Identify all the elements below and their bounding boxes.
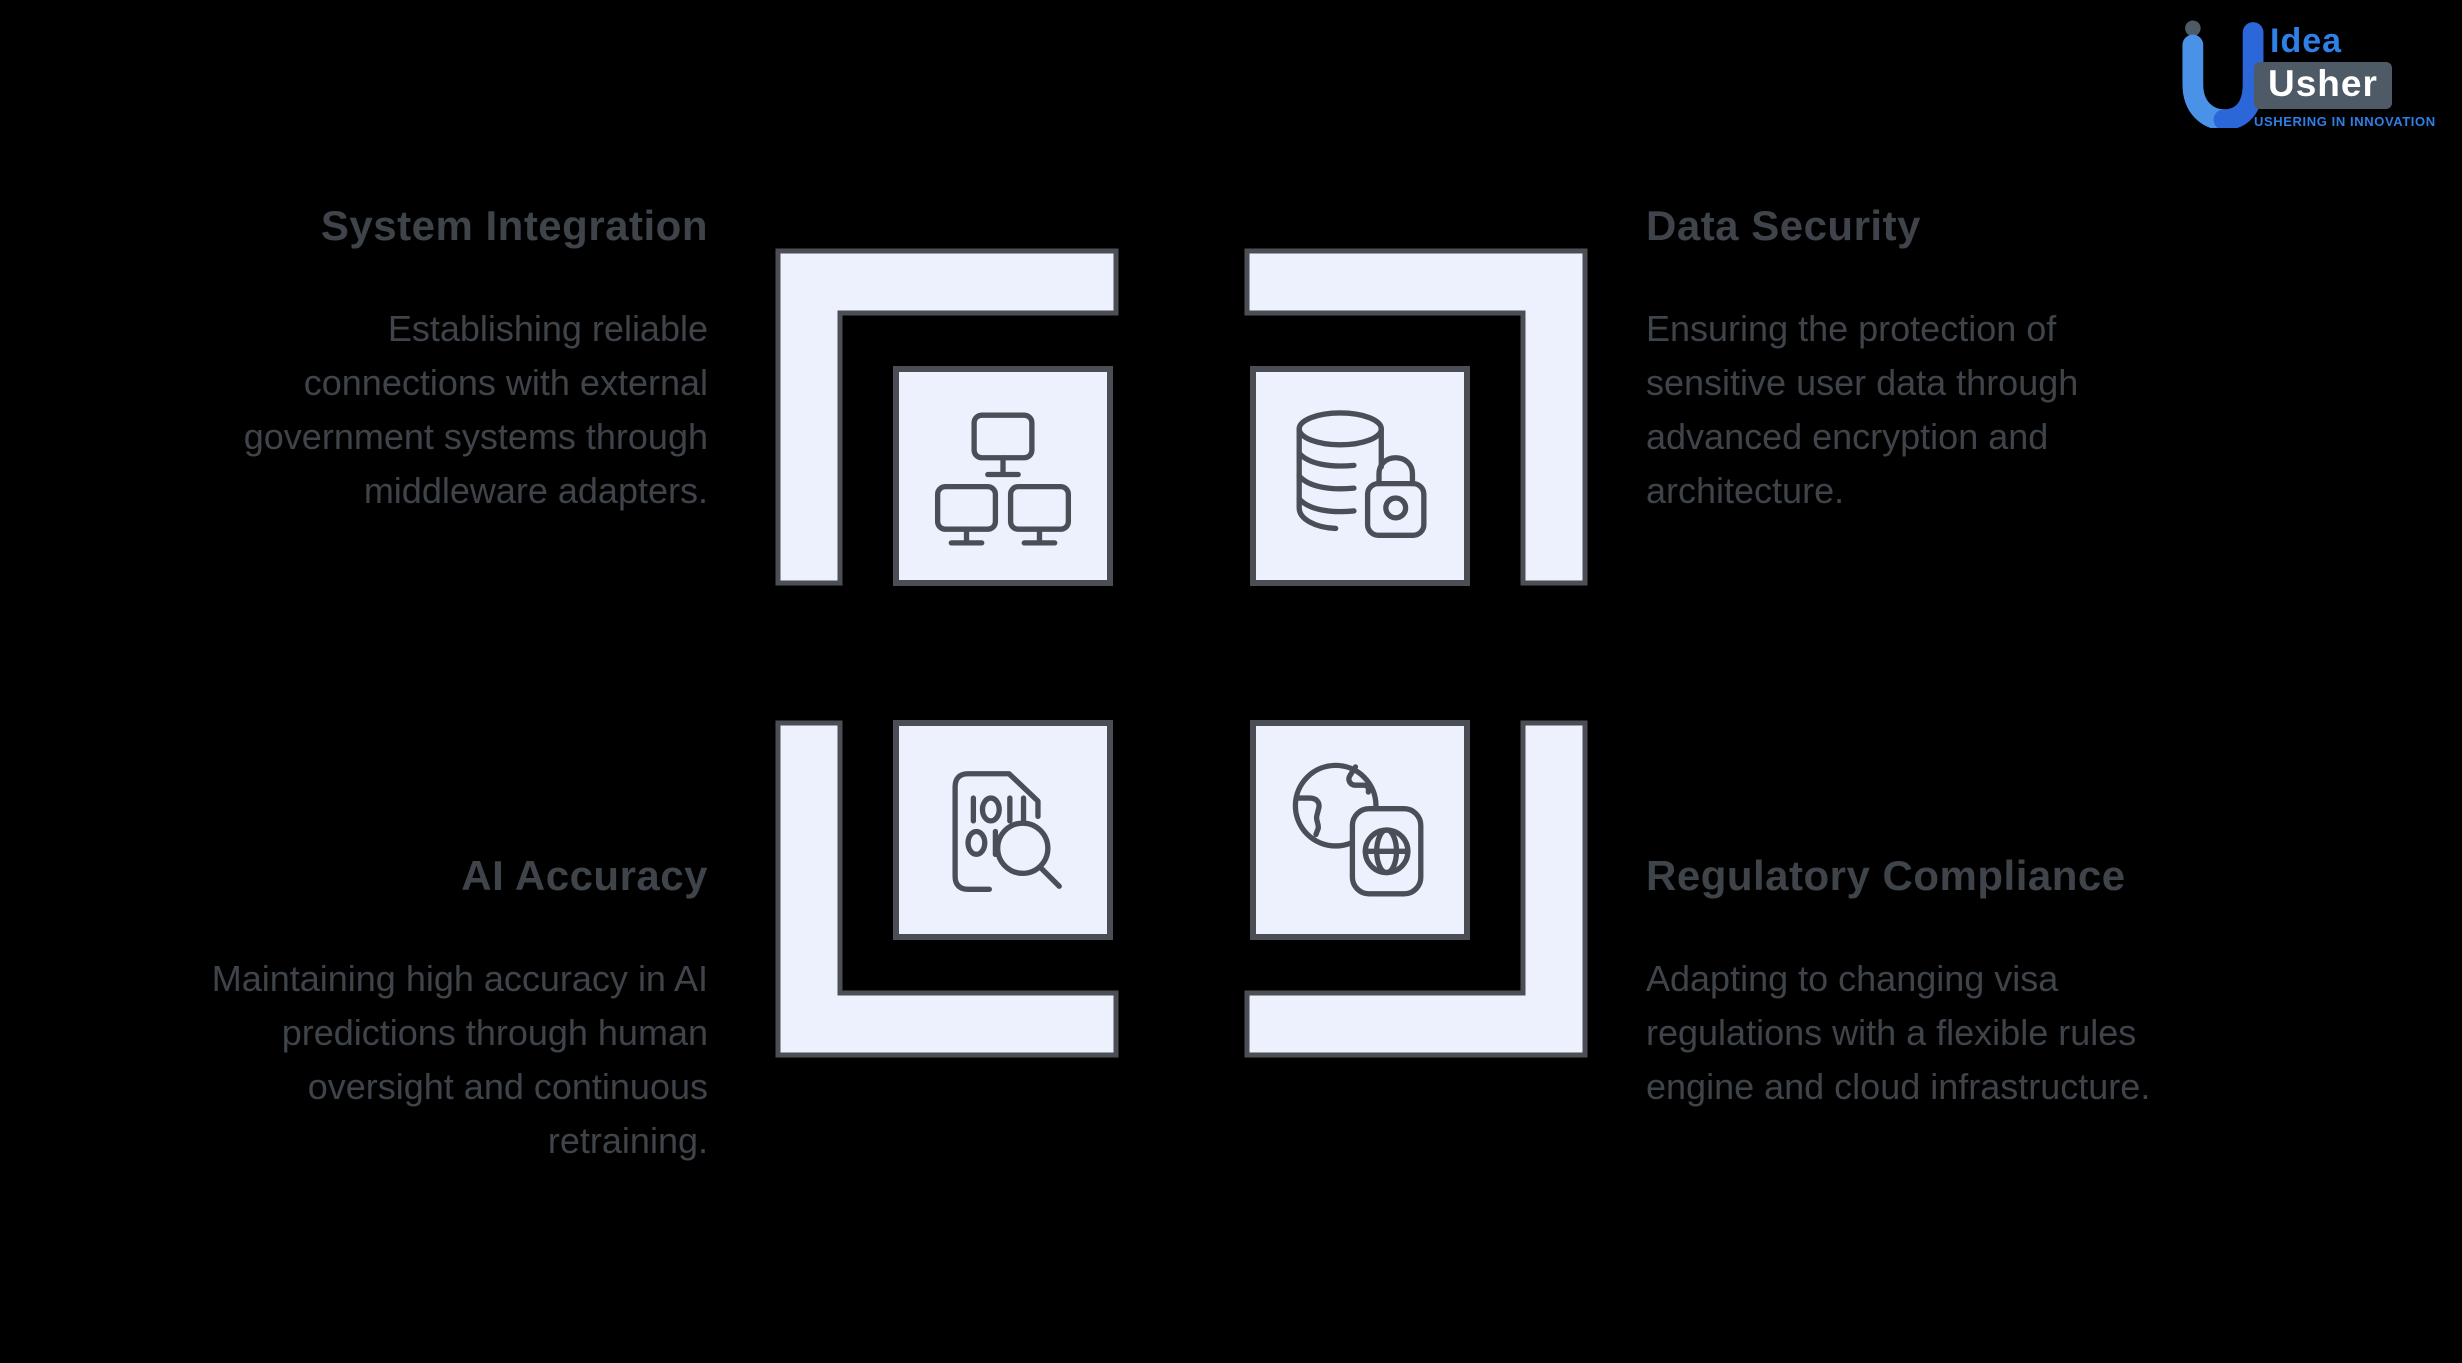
tile-system-integration xyxy=(775,248,1119,586)
tile-ai-accuracy xyxy=(775,720,1119,1058)
feature-title-regulatory-compliance: Regulatory Compliance xyxy=(1646,852,2126,899)
tile-regulatory-compliance xyxy=(1244,720,1588,1058)
feature-description-ai-accuracy: Maintaining high accuracy in AI predicti… xyxy=(211,958,708,1161)
feature-block-data-security: Data Security Ensuring the protection of… xyxy=(1646,202,2306,518)
document-search-icon xyxy=(952,771,1062,892)
brand-name-box: Usher xyxy=(2254,62,2392,109)
feature-title-data-security: Data Security xyxy=(1646,202,1921,249)
icon-tile xyxy=(1250,720,1470,940)
network-monitors-icon xyxy=(934,412,1072,546)
idea-usher-u-icon xyxy=(2182,20,2264,128)
brand-logo: Idea Usher USHERING IN INNOVATION xyxy=(2180,16,2436,136)
brand-logo-text: Idea Usher USHERING IN INNOVATION xyxy=(2254,22,2436,129)
brand-name-top: Idea xyxy=(2270,22,2343,60)
feature-title-system-integration: System Integration xyxy=(320,202,708,249)
feature-block-system-integration: System Integration Establishing reliable… xyxy=(40,202,708,518)
feature-block-regulatory-compliance: Regulatory Compliance Adapting to changi… xyxy=(1646,852,2306,1114)
brand-tagline: USHERING IN INNOVATION xyxy=(2254,114,2436,129)
feature-block-ai-accuracy: AI Accuracy Maintaining high accuracy in… xyxy=(40,852,708,1168)
feature-description-data-security: Ensuring the protection of sensitive use… xyxy=(1646,308,2079,511)
brand-name-bottom: Usher xyxy=(2268,63,2378,104)
corner-bracket xyxy=(775,720,1119,1058)
tile-data-security xyxy=(1244,248,1588,586)
icon-tile xyxy=(893,366,1113,586)
database-lock-icon xyxy=(1296,410,1427,538)
corner-bracket xyxy=(1244,248,1588,586)
corner-bracket xyxy=(775,248,1119,586)
corner-bracket xyxy=(1244,720,1588,1058)
icon-tile xyxy=(1250,366,1470,586)
feature-description-system-integration: Establishing reliable connections with e… xyxy=(243,308,708,511)
feature-title-ai-accuracy: AI Accuracy xyxy=(461,852,708,899)
globe-passport-icon xyxy=(1292,762,1424,897)
icon-tile xyxy=(893,720,1113,940)
feature-description-regulatory-compliance: Adapting to changing visa regulations wi… xyxy=(1646,958,2151,1107)
